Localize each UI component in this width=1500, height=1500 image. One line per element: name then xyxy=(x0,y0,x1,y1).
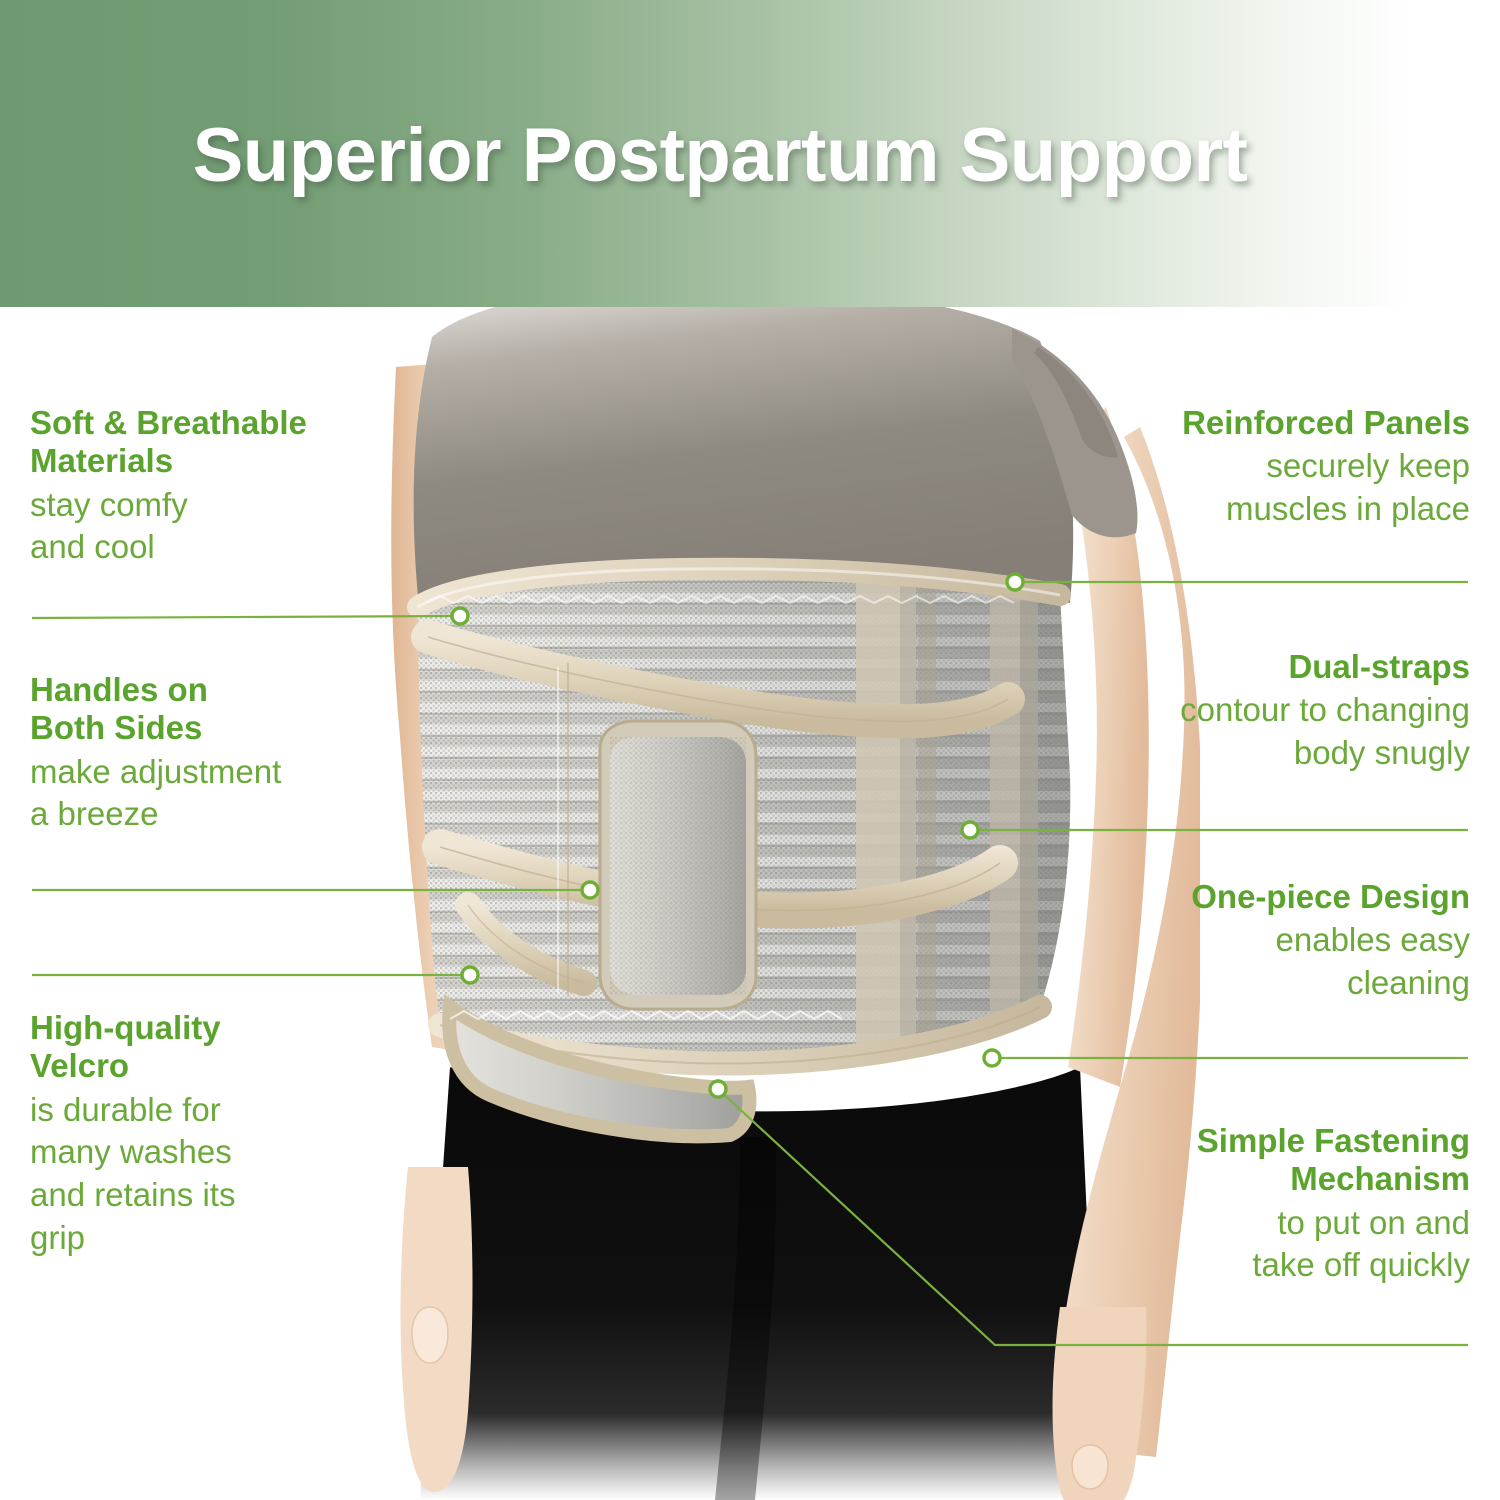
page-title: Superior Postpartum Support xyxy=(192,113,1248,198)
header-banner xyxy=(0,0,1500,307)
callout-heading: One-piece Design xyxy=(1191,878,1470,915)
callout-heading: Reinforced Panels xyxy=(1182,404,1470,441)
product-photo xyxy=(300,307,1200,1500)
callout-heading: Dual-straps xyxy=(1288,648,1470,685)
